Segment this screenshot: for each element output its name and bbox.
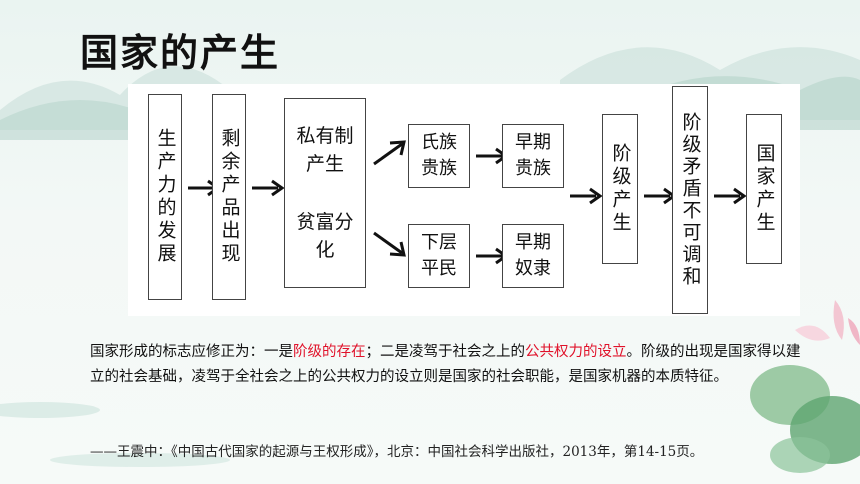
box-label: 阶级矛盾不可调和 — [679, 112, 702, 288]
explanation-paragraph: 国家形成的标志应修正为：一是阶级的存在；二是凌驾于社会之上的公共权力的设立。阶级… — [90, 340, 810, 390]
arrow-right-icon — [568, 186, 608, 206]
arrow-right-icon — [250, 178, 290, 198]
early-slaves-label: 早期奴隶 — [515, 232, 551, 279]
box-early-nobles: 早期贵族 — [502, 124, 564, 188]
box-state-emerges: 国家产生 — [746, 114, 782, 264]
box-early-slaves: 早期奴隶 — [502, 224, 564, 288]
state-origin-flowchart: 生产力的发展 剩余产品出现 私有制产生 贫富分化 氏族贵族 早期贵族 下层平民 … — [128, 84, 800, 316]
highlight-public-power: 公共权力的设立 — [525, 344, 627, 360]
box-label: 阶级产生 — [609, 143, 632, 235]
box-label: 生产力的发展 — [154, 128, 177, 266]
citation: ——王震中：《中国古代国家的起源与王权形成》，北京：中国社会科学出版社，2013… — [90, 444, 704, 460]
highlight-class-existence: 阶级的存在 — [293, 344, 366, 360]
paragraph-text: 国家形成的标志应修正为：一是 — [90, 344, 293, 360]
box-productivity-development: 生产力的发展 — [148, 94, 182, 300]
box-surplus-products: 剩余产品出现 — [212, 94, 246, 300]
commoners-label: 下层平民 — [421, 232, 457, 279]
box-commoners: 下层平民 — [408, 224, 470, 288]
arrow-right-icon — [712, 186, 752, 206]
arrow-down-right-icon — [373, 231, 406, 257]
arrow-up-right-icon — [373, 140, 406, 166]
box-label: 剩余产品出现 — [218, 128, 241, 266]
paragraph-text: 。阶级的出现是国家得以建立的社会基础，凌驾于全社会之上的公共权力的设立则是国家的… — [90, 344, 801, 385]
clan-nobles-label: 氏族贵族 — [421, 132, 457, 179]
box-class-emerges: 阶级产生 — [602, 114, 638, 264]
page-title: 国家的产生 — [80, 31, 281, 75]
private-ownership-label: 私有制产生 — [296, 125, 354, 175]
box-private-ownership: 私有制产生 贫富分化 — [284, 98, 366, 288]
early-nobles-label: 早期贵族 — [515, 132, 551, 179]
wealth-gap-label: 贫富分化 — [296, 211, 354, 261]
paragraph-text: ；二是凌驾于社会之上的 — [365, 344, 526, 360]
box-class-conflict: 阶级矛盾不可调和 — [672, 86, 708, 314]
box-clan-nobles: 氏族贵族 — [408, 124, 470, 188]
box-label: 国家产生 — [753, 143, 776, 235]
